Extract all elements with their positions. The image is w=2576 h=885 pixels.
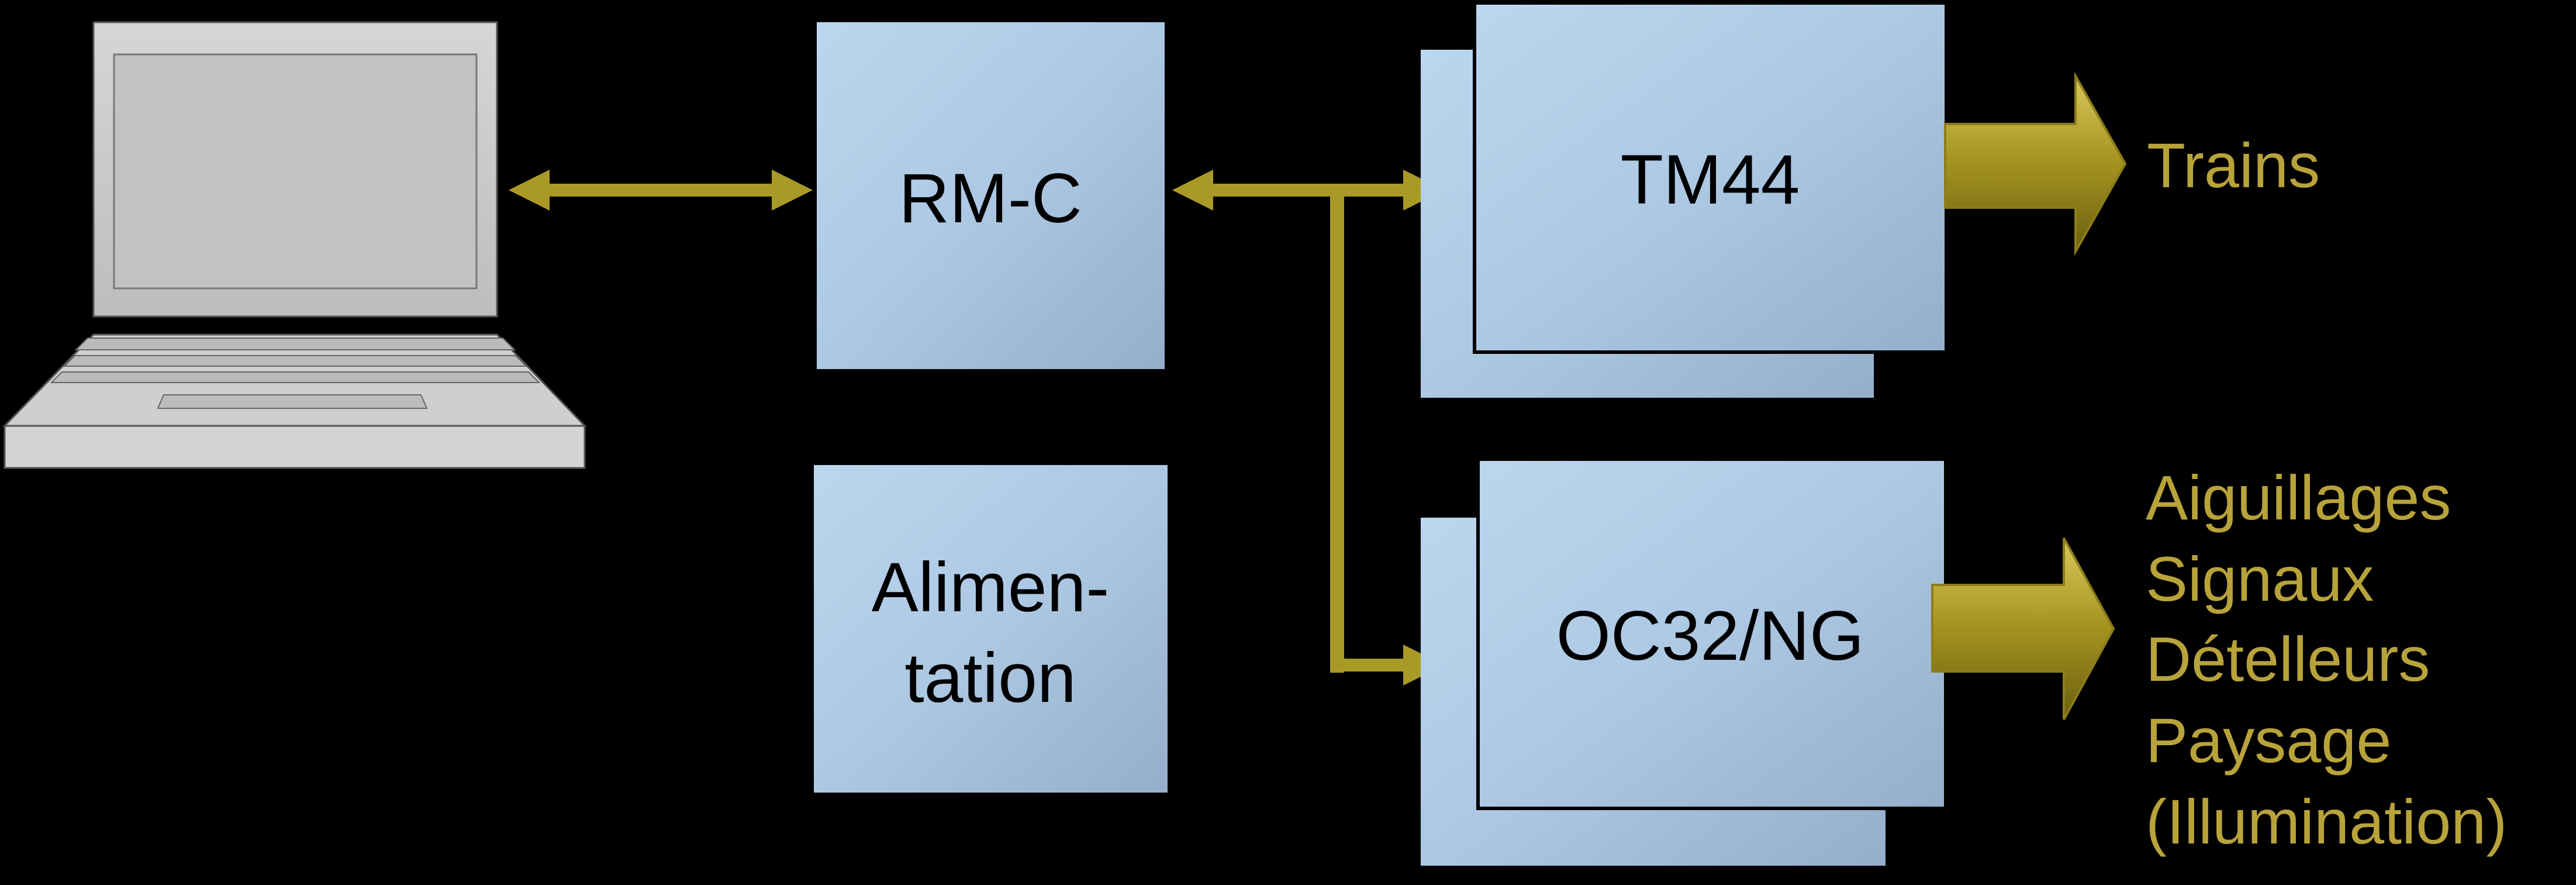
rmc-node: RM-C — [817, 22, 1165, 369]
laptop-rmc-connector — [509, 170, 813, 211]
tm44-label: TM44 — [1621, 140, 1800, 219]
oc32-output-arrow — [1931, 538, 2115, 720]
oc32-output-detelleurs: Dételleurs — [2146, 624, 2430, 694]
tm44-node: TM44 — [1421, 1, 1948, 398]
tm44-output-trains: Trains — [2147, 130, 2320, 201]
oc32-output-illumination: (Illumination) — [2146, 786, 2507, 857]
oc32-label: OC32/NG — [1556, 597, 1864, 675]
bus-connector — [1172, 170, 1444, 686]
tm44-output-arrow — [1944, 71, 2127, 256]
oc32-output-signaux: Signaux — [2146, 543, 2374, 614]
power-label-line2: tation — [904, 639, 1076, 717]
oc32-node: OC32/NG — [1421, 457, 1947, 866]
oc32-output-paysage: Paysage — [2146, 705, 2391, 776]
rmc-label: RM-C — [899, 159, 1082, 237]
power-label-line1: Alimen- — [872, 548, 1110, 626]
power-node: Alimen- tation — [814, 465, 1168, 793]
oc32-output-aiguillages: Aiguillages — [2146, 462, 2451, 533]
laptop-icon — [2, 21, 587, 469]
